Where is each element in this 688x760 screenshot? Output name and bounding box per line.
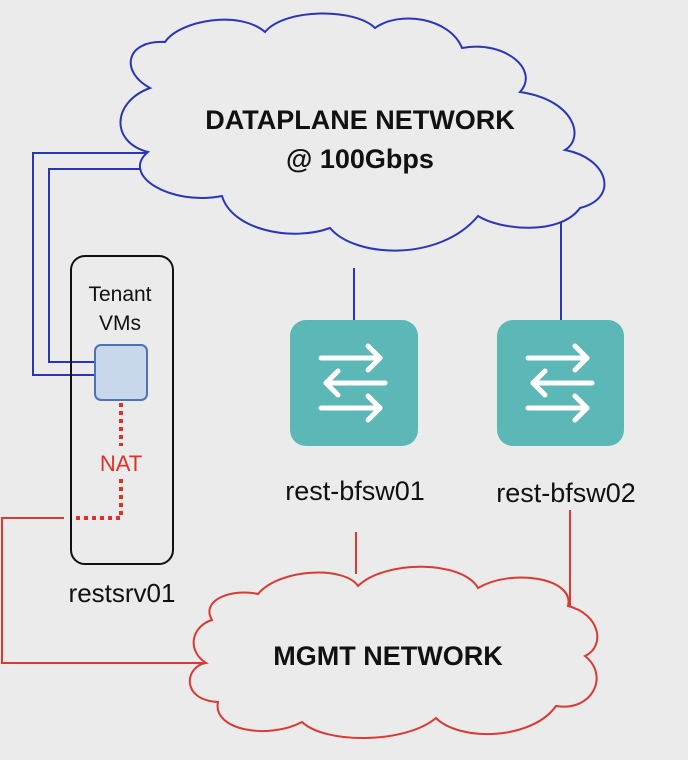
- nat-label: NAT: [100, 451, 142, 476]
- switch-name-label: rest-bfsw02: [496, 478, 636, 508]
- switch-arrows-icon: [318, 343, 388, 423]
- switch-rest-bfsw02: rest-bfsw02: [496, 320, 636, 508]
- dataplane-link-vm-outer: [32, 152, 180, 376]
- mgmt-cloud-title: MGMT NETWORK: [273, 641, 503, 671]
- switch-arrows-icon: [525, 343, 595, 423]
- server-restsrv01: Tenant VMs NAT restsrv01: [69, 255, 176, 608]
- tenant-vms-label-line1: Tenant: [88, 283, 151, 306]
- mgmt-link-server: [1, 517, 206, 664]
- dataplane-cloud-title: DATAPLANE NETWORK: [205, 105, 515, 135]
- dataplane-cloud-speed: @ 100Gbps: [286, 144, 434, 174]
- server-box: [70, 255, 174, 565]
- server-name-label: restsrv01: [69, 578, 176, 608]
- mgmt-cloud-shape: [188, 565, 599, 740]
- nat-dots-lower: [74, 479, 123, 520]
- dataplane-cloud-shape: [119, 12, 606, 252]
- nat-path: [74, 403, 123, 520]
- switch-name-label: rest-bfsw01: [285, 476, 425, 506]
- mgmt-cloud: MGMT NETWORK: [188, 565, 599, 740]
- switch-rest-bfsw01: rest-bfsw01: [285, 320, 425, 506]
- tenant-vm-box: [94, 344, 148, 401]
- tenant-vms-label-line2: VMs: [99, 312, 141, 335]
- dataplane-cloud: DATAPLANE NETWORK @ 100Gbps: [119, 12, 606, 252]
- mgmt-links: [1, 510, 571, 664]
